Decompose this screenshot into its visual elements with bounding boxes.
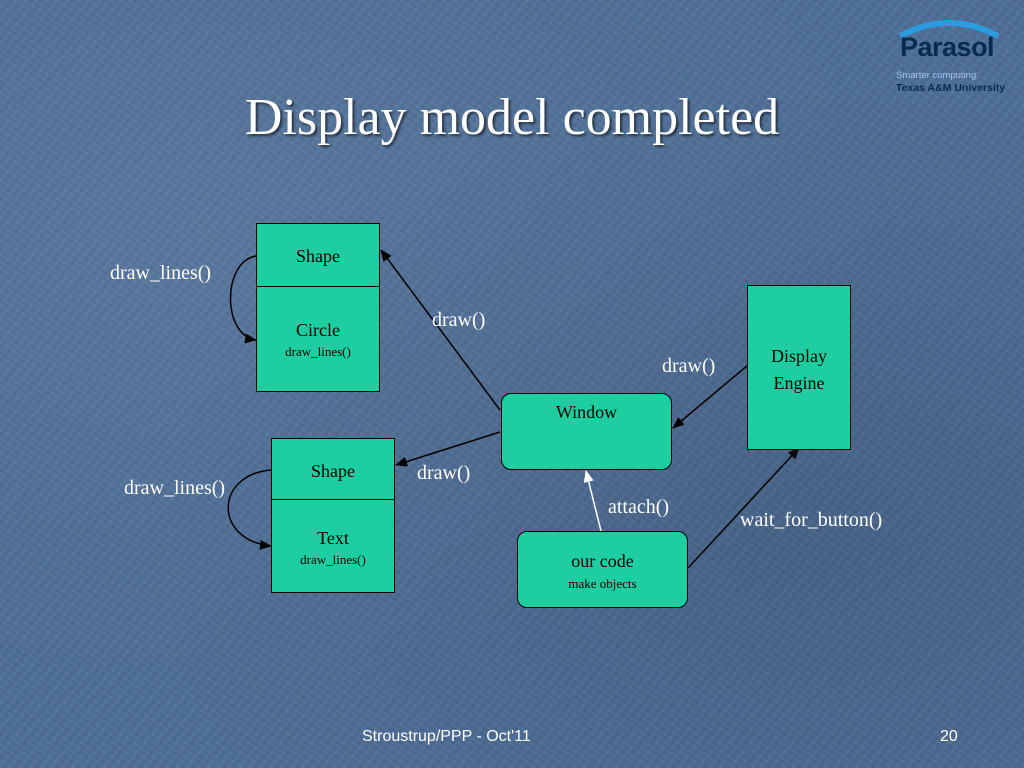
- parasol-logo: Parasol Smarter computing. Texas A&M Uni…: [888, 16, 1012, 96]
- logo-tagline: Smarter computing.: [896, 70, 979, 81]
- circle-block-name: Circle: [296, 320, 340, 340]
- draw-lines-text-loop: [227, 469, 272, 550]
- wait-for-button-arrow: [687, 447, 800, 569]
- draw-lines-circle-loop: [229, 255, 257, 344]
- draw-lines-text-label: draw_lines(): [124, 477, 226, 499]
- circle-block-header: Shape: [296, 246, 340, 266]
- draw-window-to-circle-arrow: [380, 249, 501, 411]
- our-code-box: our code make objects: [517, 531, 688, 608]
- our-code-label: our code: [571, 551, 634, 571]
- wait-for-button-label: wait_for_button(): [740, 509, 883, 531]
- text-block-method: draw_lines(): [300, 552, 366, 567]
- text-block-divider: [272, 499, 394, 500]
- window-box: Window: [501, 393, 672, 470]
- our-code-sub: make objects: [568, 576, 637, 591]
- draw-window-to-text-arrow: [395, 431, 501, 467]
- text-shape-block: Shape Text draw_lines(): [271, 438, 395, 593]
- draw-to-window-label: draw(): [662, 355, 716, 377]
- display-engine-box: Display Engine: [747, 285, 851, 450]
- draw-engine-to-window-arrow: [672, 364, 749, 429]
- text-block-name: Text: [317, 528, 349, 548]
- attach-arrow: [583, 470, 602, 532]
- logo-name: Parasol: [900, 32, 995, 62]
- circle-block-method: draw_lines(): [285, 344, 351, 359]
- slide-title: Display model completed: [244, 89, 780, 146]
- text-block-header: Shape: [311, 461, 355, 481]
- circle-shape-block: Shape Circle draw_lines(): [256, 223, 380, 392]
- display-engine-line2: Engine: [773, 373, 825, 393]
- draw-to-text-label: draw(): [417, 462, 471, 484]
- attach-label: attach(): [608, 496, 670, 518]
- logo-arc-icon: [898, 20, 1000, 38]
- page-number: 20: [940, 728, 958, 745]
- footer-text: Stroustrup/PPP - Oct'11: [362, 728, 531, 745]
- draw-lines-circle-label: draw_lines(): [110, 262, 212, 284]
- display-engine-line1: Display: [771, 346, 827, 366]
- draw-to-circle-label: draw(): [432, 309, 486, 331]
- logo-university: Texas A&M University: [896, 82, 1006, 94]
- window-label: Window: [555, 402, 618, 422]
- circle-block-divider: [257, 286, 379, 287]
